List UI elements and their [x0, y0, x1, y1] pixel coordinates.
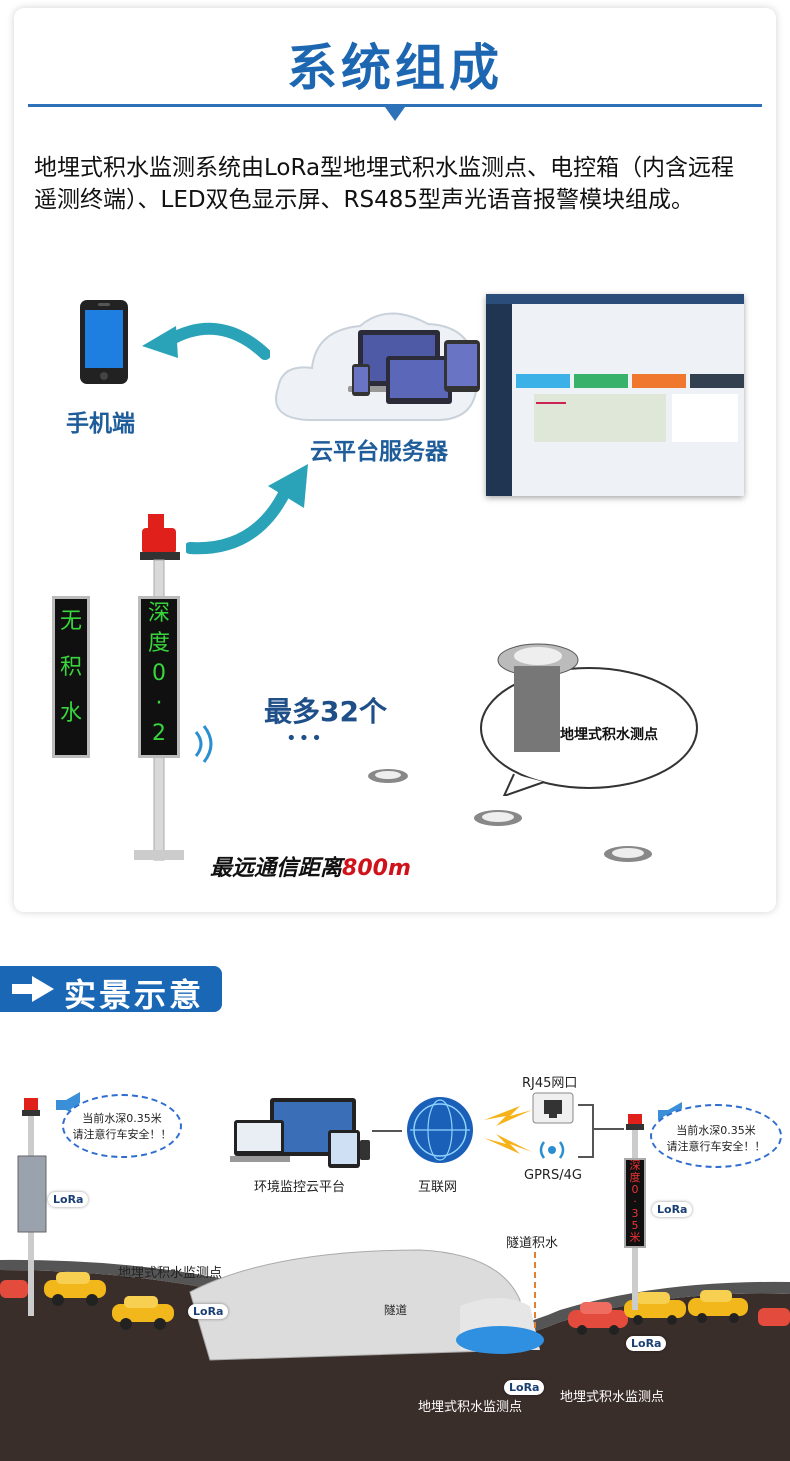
right-led-display: 深 度 0 · 3 5 米 — [624, 1158, 646, 1248]
connector-bracket — [578, 1104, 594, 1158]
rj45-label: RJ45网口 — [522, 1076, 578, 1091]
left-alert-bubble: 当前水深0.35米 请注意行车安全！！ — [62, 1094, 182, 1158]
cloud-devices-icon — [275, 312, 480, 421]
mobile-label: 手机端 — [66, 411, 135, 437]
led-display-right: 深 度 0 · 2 — [138, 596, 180, 758]
right-alert-bubble: 当前水深0.35米 请注意行车安全！！ — [650, 1104, 782, 1168]
ground-sensor-icon — [604, 846, 652, 862]
max-count-label: 最多32个 — [264, 695, 387, 728]
lora-badge: LoRa — [652, 1202, 693, 1217]
connector-line — [372, 1130, 402, 1132]
scene-title: 实景示意 — [64, 976, 205, 1014]
ground-sensor-icon — [474, 810, 522, 826]
monitoring-platform-devices-icon — [230, 1098, 370, 1168]
lora-badge: LoRa — [188, 1304, 229, 1319]
left-monitor-pole-icon — [17, 1098, 47, 1316]
sensor-label-left: 地埋式积水监测点 — [118, 1266, 223, 1281]
sensor-callout-label: 地埋式积水测点 — [560, 727, 658, 743]
internet-label: 互联网 — [418, 1180, 458, 1195]
lightning-bolt-icon — [484, 1106, 532, 1154]
car-icon — [568, 1302, 628, 1335]
tunnel-water-pointer — [534, 1252, 536, 1328]
sensor-callout-bubble — [480, 643, 698, 796]
wireless-signal-icon — [194, 725, 213, 763]
more-dots: ••• — [286, 728, 324, 749]
sensor-label-bottom: 地埋式积水监测点 — [418, 1400, 523, 1415]
range-prefix: 最远通信距离 — [210, 856, 343, 881]
antenna-signal-icon — [539, 1141, 565, 1159]
internet-globe-icon — [407, 1097, 473, 1163]
arrow-to-mobile-icon — [142, 322, 270, 360]
ground-scene — [0, 1249, 790, 1461]
tunnel-label: 隧道 — [384, 1303, 407, 1317]
led-display-left: 无 积 水 — [52, 596, 90, 758]
car-icon — [112, 1296, 174, 1330]
arrow-to-cloud-icon — [186, 464, 308, 555]
dashboard-screenshot — [486, 294, 744, 496]
arrow-right-icon — [12, 976, 54, 1002]
range-value: 800m — [342, 856, 411, 881]
car-icon — [0, 1280, 28, 1298]
mobile-phone-icon — [80, 300, 128, 384]
title-divider-pointer — [385, 107, 405, 121]
gprs-label: GPRS/4G — [524, 1168, 582, 1183]
intro-paragraph: 地埋式积水监测系统由LoRa型地埋式积水监测点、电控箱（内含远程遥测终端）、LE… — [34, 155, 735, 213]
lora-badge: LoRa — [504, 1380, 545, 1395]
car-icon — [624, 1292, 686, 1325]
tunnel-water-label: 隧道积水 — [506, 1236, 559, 1251]
ground-sensor-icon — [368, 769, 408, 783]
range-label: 最远通信距离800m — [210, 850, 411, 882]
title-divider — [28, 104, 762, 107]
car-icon — [688, 1290, 748, 1323]
car-icon — [758, 1308, 790, 1326]
lora-badge: LoRa — [626, 1336, 667, 1351]
sensor-label-right: 地埋式积水监测点 — [560, 1390, 665, 1405]
section-title: 系统组成 — [287, 39, 503, 97]
platform-label: 环境监控云平台 — [254, 1180, 346, 1195]
rj45-port-icon — [532, 1092, 574, 1124]
connector-line — [594, 1128, 624, 1130]
lora-badge: LoRa — [48, 1192, 89, 1207]
cloud-server-label: 云平台服务器 — [310, 439, 448, 465]
car-icon — [44, 1272, 106, 1306]
